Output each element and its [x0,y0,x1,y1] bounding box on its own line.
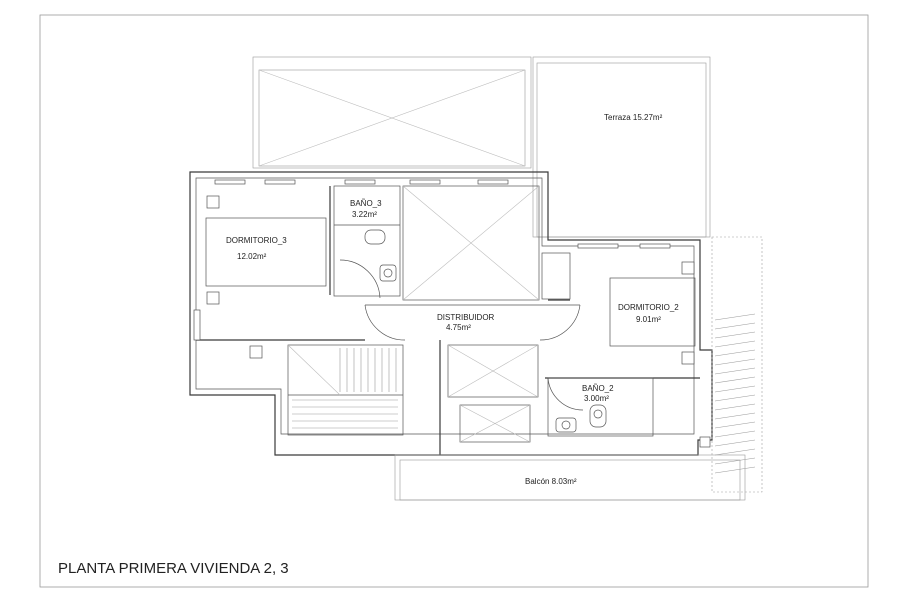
exterior-stair-tread [714,322,756,330]
label-distribuidor-name: DISTRIBUIDOR [437,313,495,322]
exterior-walls [189,171,713,456]
upper-left-terrace [252,56,532,169]
label-dormitorio3-area: 12.02m² [237,252,267,261]
exterior-stair-tread [714,331,756,339]
dormitorio-3-room [193,186,365,359]
bano-2-room [547,377,654,437]
exterior-stair-tread [714,340,756,348]
label-dormitorio3-name: DORMITORIO_3 [226,236,287,245]
label-distribuidor-area: 4.75m² [446,323,471,332]
exterior-stair-tread [714,403,756,411]
central-void [402,185,540,301]
label-bano3-area: 3.22m² [352,210,377,219]
exterior-stair-tread [714,430,756,438]
plan-title: PLANTA PRIMERA VIVIENDA 2, 3 [58,560,289,577]
staircase [287,344,404,436]
bano-3-room [333,185,401,299]
exterior-stair-tread [714,358,756,366]
exterior-stair-tread [714,313,756,321]
exterior-stair-right [699,236,763,493]
label-balcon: Balcón 8.03m² [525,477,577,486]
exterior-stair-tread [714,421,756,429]
exterior-stair-tread [714,385,756,393]
exterior-stair-tread [714,394,756,402]
exterior-stair-tread [714,349,756,357]
label-dormitorio2-area: 9.01m² [636,315,661,324]
label-bano2-name: BAÑO_2 [582,384,614,393]
exterior-stair-tread [714,439,756,447]
lower-voids [447,344,539,443]
distribuidor-space [364,304,581,455]
drawing-border [39,14,869,588]
exterior-stair-tread [714,457,756,465]
label-bano2-area: 3.00m² [584,394,609,403]
exterior-stair-tread [714,367,756,375]
exterior-stair-tread [714,466,756,474]
exterior-stair-tread [714,412,756,420]
dormitorio-2-room [541,252,700,379]
label-terraza: Terraza 15.27m² [604,113,663,122]
exterior-stair-tread [714,376,756,384]
exterior-stair-tread [714,448,756,456]
terrace-area [532,56,711,238]
label-bano3-name: BAÑO_3 [350,199,382,208]
balcony [394,454,746,501]
top-windows [214,179,671,249]
label-dormitorio2-name: DORMITORIO_2 [618,303,679,312]
